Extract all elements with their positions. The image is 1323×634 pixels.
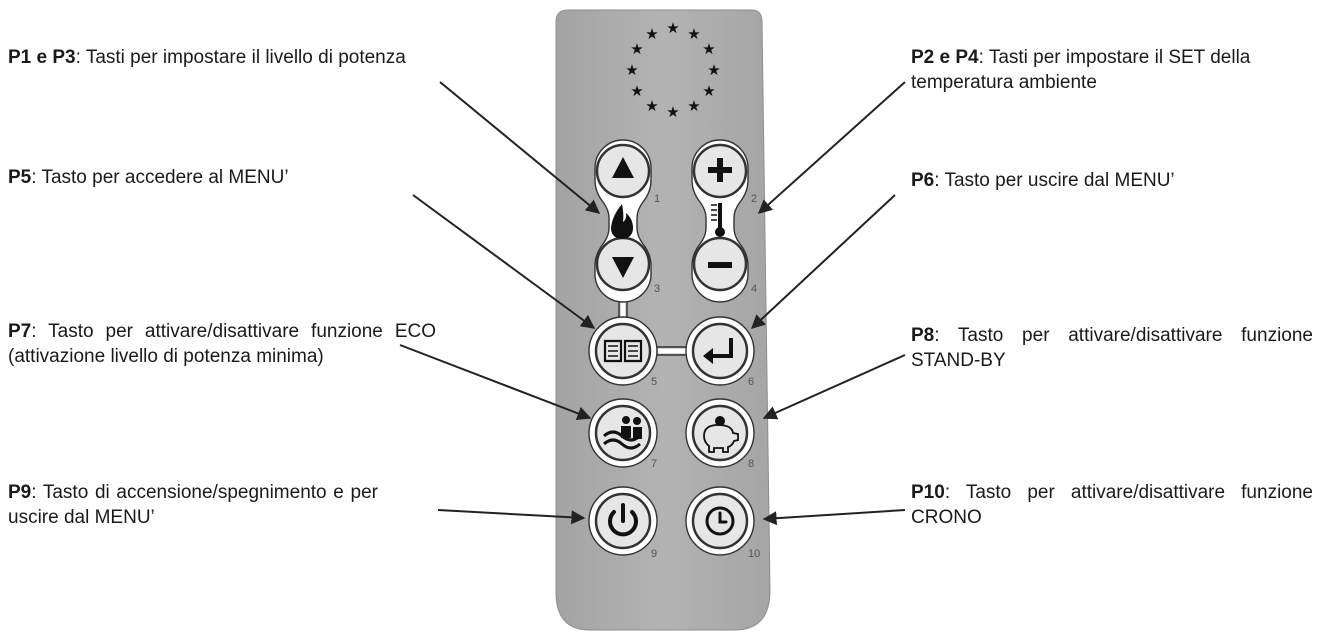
button-number-6: 6 [748,376,754,388]
power-icon [608,503,638,537]
piggy-bank-icon [703,416,739,453]
arrow-down-icon [612,257,634,278]
label-p8: P8: Tasto per attivare/disattivare funzi… [911,325,1313,371]
arrow-p7 [399,344,592,421]
enter-return-icon [703,338,733,364]
eu-stars-logo: ★ ★ ★ ★ ★ ★ ★ ★ ★ ★ ★ ★ [625,19,720,121]
button-number-8: 8 [748,458,754,470]
book-menu-icon [603,339,643,363]
arrow-p10 [762,509,906,526]
svg-text:★: ★ [645,97,658,115]
button-number-4: 4 [751,283,757,295]
temperature-capsule [691,139,749,303]
leader-arrows [399,81,906,526]
arrow-up-icon [612,157,634,178]
p9-power-button[interactable] [588,486,658,556]
label-p7: P7: Tasto per attivare/disattivare funzi… [8,321,436,367]
p10-crono-button[interactable] [685,486,755,556]
svg-text:★: ★ [687,97,700,115]
svg-text:★: ★ [707,61,720,79]
label-p1-p3: P1 e P3: Tasti per impostare il livello … [8,47,406,68]
plus-icon [708,158,732,182]
power-level-capsule [594,139,652,303]
svg-text:★: ★ [666,19,679,37]
eco-people-icon [603,416,642,450]
svg-text:★: ★ [625,61,638,79]
svg-text:★: ★ [702,82,715,100]
button-number-9: 9 [651,548,657,560]
minus-icon [708,262,732,268]
button-number-1: 1 [654,193,660,205]
thermometer-icon [711,203,725,237]
p5-menu-button[interactable] [588,316,658,386]
svg-text:★: ★ [666,103,679,121]
button-number-2: 2 [751,193,757,205]
svg-text:★: ★ [687,25,700,43]
button-numbers: 1 2 3 4 5 6 7 8 9 10 [651,193,760,560]
arrow-p5 [412,194,596,329]
p7-eco-button[interactable] [588,398,658,468]
label-p6: P6: Tasto per uscire dal MENU’ [911,170,1175,191]
p8-standby-button[interactable] [685,398,755,468]
arrow-p8 [762,354,906,420]
button-number-5: 5 [651,376,657,388]
arrow-p2p4 [757,81,906,214]
flame-icon [611,204,633,239]
svg-text:★: ★ [645,25,658,43]
svg-text:★: ★ [702,40,715,58]
p6-exit-menu-button[interactable] [685,316,755,386]
label-p10: P10: Tasto per attivare/disattivare funz… [911,482,1313,528]
svg-text:★: ★ [630,40,643,58]
arrow-p9 [437,509,586,525]
label-p2-p4: P2 e P4: Tasti per impostare il SET dell… [911,47,1251,93]
button-number-7: 7 [651,458,657,470]
svg-text:★: ★ [630,82,643,100]
arrow-p1p3 [439,81,601,214]
button-number-3: 3 [654,283,660,295]
label-p5: P5: Tasto per accedere al MENU’ [8,167,289,188]
clock-icon [705,506,735,536]
button-number-10: 10 [748,548,760,560]
label-p9: P9: Tasto di accensione/spegnimento e pe… [8,482,378,528]
arrow-p6 [750,194,896,329]
